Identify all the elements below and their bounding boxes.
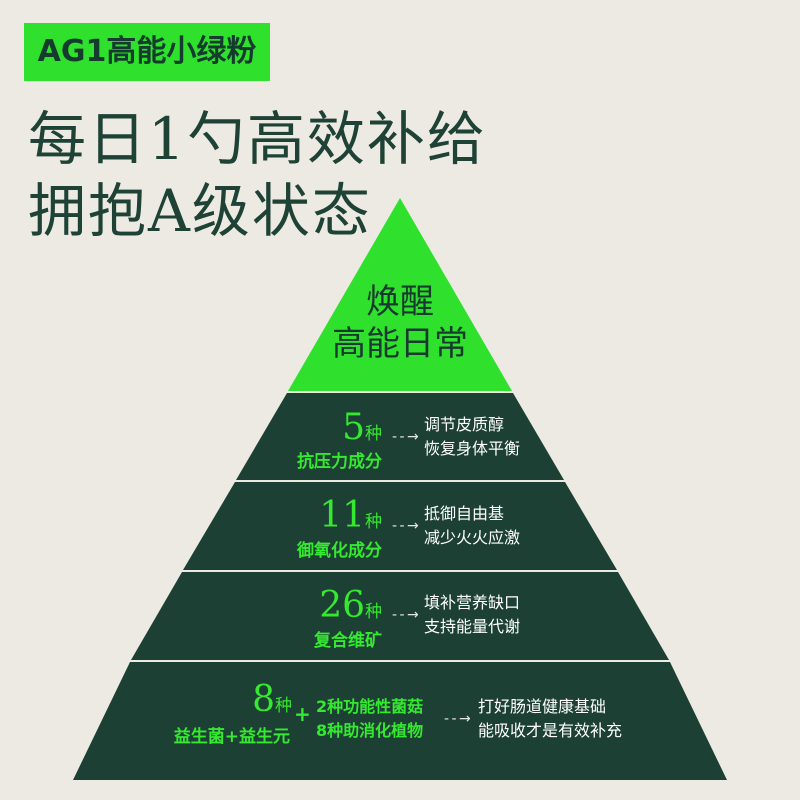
- tier-3-category: 复合维矿: [314, 631, 382, 651]
- tier-2-desc-1: 抵御自由基: [424, 504, 505, 523]
- pyramid-peak: [288, 198, 512, 391]
- peak-line-1: 焕醒: [366, 282, 434, 322]
- tier-1-desc-1: 调节皮质醇: [424, 415, 505, 434]
- pyramid-tier-2: [183, 482, 617, 570]
- tier-4-count: 8种: [252, 679, 292, 720]
- tier-4-extra-1: 2种功能性菌菇: [316, 697, 424, 716]
- tier-4-extra-2: 8种助消化植物: [316, 721, 424, 740]
- tier-3-desc-1: 填补营养缺口: [424, 593, 521, 612]
- tier-4-arrow-icon: - - →: [444, 711, 471, 727]
- pyramid-tier-4: [73, 662, 727, 780]
- tier-1-desc-2: 恢复身体平衡: [424, 439, 521, 458]
- tier-2-count: 11种: [319, 495, 382, 536]
- tier-2-category: 御氧化成分: [297, 541, 382, 561]
- tier-1-count: 5种: [342, 407, 382, 448]
- tier-3-arrow-icon: - - →: [392, 607, 419, 623]
- brand-tag: AG1高能小绿粉: [24, 23, 270, 81]
- headline-line-2: 拥抱A级状态: [28, 177, 372, 245]
- tier-3-desc-2: 支持能量代谢: [424, 617, 521, 636]
- tier-3-count: 26种: [319, 585, 382, 626]
- tier-1-arrow-icon: - - →: [392, 429, 419, 445]
- plus-icon: +: [294, 702, 311, 726]
- tier-4-desc-1: 打好肠道健康基础: [478, 697, 607, 716]
- tier-2-arrow-icon: - - →: [392, 518, 419, 534]
- pyramid-tier-3: [131, 572, 669, 660]
- tier-2-desc-2: 减少火火应激: [424, 528, 521, 547]
- headline-line-1: 每日1勺高效补给: [28, 105, 487, 173]
- peak-line-2: 高能日常: [332, 324, 468, 364]
- pyramid-tier-1: [236, 393, 564, 480]
- tier-1-category: 抗压力成分: [297, 452, 382, 472]
- tier-4-category: 益生菌+益生元: [173, 727, 290, 747]
- tier-4-desc-2: 能吸收才是有效补充: [478, 721, 623, 740]
